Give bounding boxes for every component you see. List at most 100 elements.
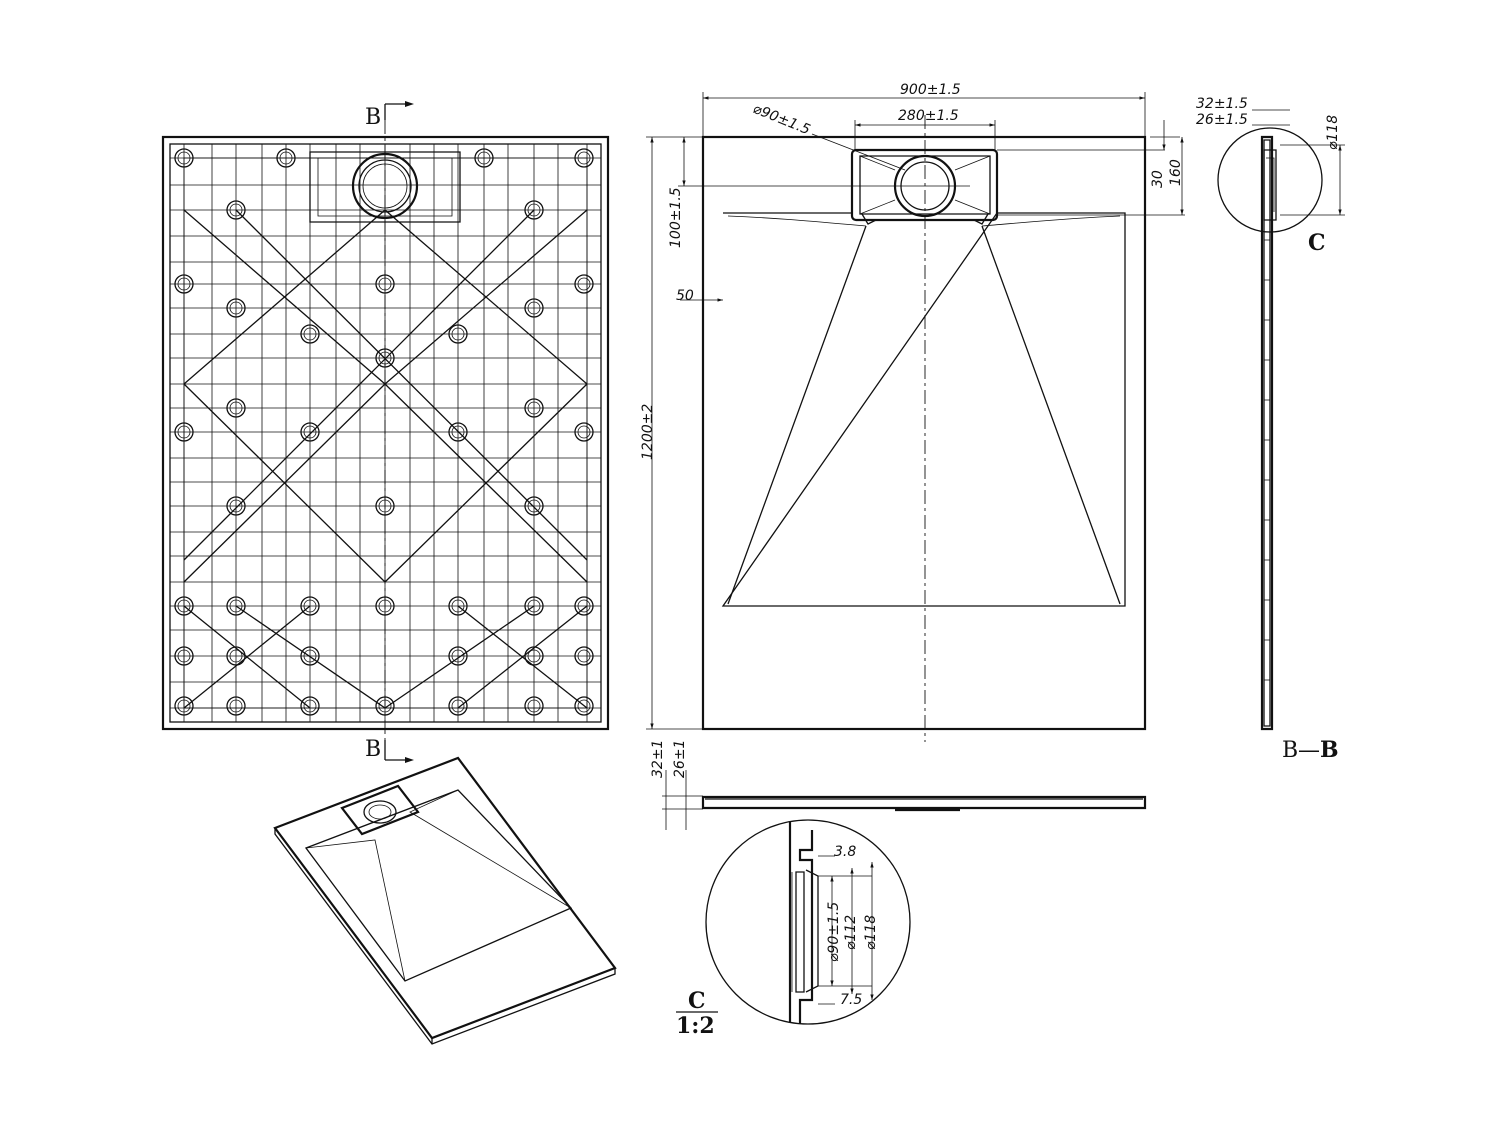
support-foot-inner — [229, 599, 243, 613]
support-foot — [300, 596, 320, 616]
support-foot-inner — [229, 649, 243, 663]
support-foot-inner — [177, 151, 191, 165]
support-foot-inner — [303, 649, 317, 663]
support-foot-inner — [527, 699, 541, 713]
detail-label: C — [688, 988, 706, 1014]
support-foot — [574, 422, 594, 442]
dim-grate-depth: 160 — [1168, 159, 1184, 186]
dim-profile-body: 26±1 — [672, 740, 688, 778]
support-foot — [524, 596, 544, 616]
diagonal-rib — [183, 383, 386, 583]
support-foot — [448, 646, 468, 666]
support-foot — [524, 398, 544, 418]
support-foot — [174, 422, 194, 442]
support-foot-inner — [451, 425, 465, 439]
support-foot — [226, 298, 246, 318]
support-foot-inner — [303, 425, 317, 439]
support-foot-inner — [177, 699, 191, 713]
support-foot — [448, 324, 468, 344]
section-title-a: B — [1282, 738, 1298, 763]
support-foot-inner — [527, 401, 541, 415]
support-foot — [276, 148, 296, 168]
support-foot-inner — [451, 599, 465, 613]
support-foot — [524, 496, 544, 516]
support-foot — [174, 646, 194, 666]
support-foot-inner — [229, 203, 243, 217]
diagonal-rib — [183, 605, 311, 709]
isometric-view — [273, 756, 617, 1045]
support-foot — [448, 596, 468, 616]
support-foot-inner — [577, 599, 591, 613]
dim-detail-wall: 7.5 — [840, 992, 862, 1008]
dim-profile-total: 32±1 — [650, 740, 666, 778]
diagonal-rib — [384, 383, 588, 583]
dim-detail-dia-c: ⌀118 — [863, 915, 879, 950]
support-foot — [226, 696, 246, 716]
support-foot-inner — [229, 401, 243, 415]
section-mark-bottom-label: B — [365, 737, 381, 762]
support-foot — [300, 324, 320, 344]
support-foot-inner — [577, 277, 591, 291]
support-foot — [226, 200, 246, 220]
support-foot-inner — [451, 699, 465, 713]
dim-length: 1200±2 — [640, 404, 656, 460]
side-profile: 32±1 26±1 — [650, 740, 1147, 830]
support-foot-inner — [477, 151, 491, 165]
support-foot — [226, 646, 246, 666]
support-foot-inner — [451, 649, 465, 663]
support-foot-inner — [527, 649, 541, 663]
support-foot — [524, 298, 544, 318]
support-foot-inner — [303, 699, 317, 713]
dim-grate-width: 280±1.5 — [898, 108, 959, 124]
support-foot — [174, 148, 194, 168]
support-foot-inner — [527, 599, 541, 613]
section-view: B — B — [1260, 135, 1339, 763]
support-foot — [174, 274, 194, 294]
support-foot-inner — [451, 327, 465, 341]
support-foot — [448, 696, 468, 716]
support-foot — [226, 398, 246, 418]
underside-view — [161, 120, 610, 740]
support-foot — [574, 596, 594, 616]
support-foot-inner — [177, 425, 191, 439]
dim-detail-dia-a: ⌀90±1.5 — [826, 902, 842, 962]
diagonal-rib — [183, 209, 386, 385]
support-foot-inner — [303, 327, 317, 341]
dim-section-dia: ⌀118 — [1325, 115, 1341, 150]
dim-drain-offset: 100±1.5 — [668, 187, 684, 248]
support-foot-inner — [577, 699, 591, 713]
support-foot — [474, 148, 494, 168]
dim-drain-diameter: ⌀90±1.5 — [751, 101, 813, 138]
detail-scale: 1:2 — [676, 1013, 715, 1039]
support-foot — [524, 646, 544, 666]
support-foot — [448, 422, 468, 442]
section-mark-bottom: B — [365, 737, 414, 763]
diagonal-rib — [235, 605, 386, 709]
support-foot-inner — [577, 151, 591, 165]
dim-section-total: 32±1.5 — [1196, 96, 1248, 112]
detail-callout-label: C — [1308, 230, 1326, 256]
section-mark-top: B — [365, 101, 414, 130]
plan-dimensions: 900±1.5 280±1.5 ⌀90±1.5 1200±2 100±1.5 5… — [640, 82, 1185, 730]
dim-detail-lip: 3.8 — [834, 844, 856, 860]
section-title-sep: — — [1298, 738, 1320, 763]
support-foot-inner — [577, 649, 591, 663]
support-foot-inner — [177, 649, 191, 663]
support-foot — [226, 596, 246, 616]
section-title-b: B — [1320, 737, 1339, 763]
diagonal-rib — [235, 209, 588, 561]
support-foot-inner — [527, 499, 541, 513]
dim-detail-dia-b: ⌀112 — [843, 915, 859, 950]
support-foot-inner — [527, 301, 541, 315]
diagonal-rib — [457, 605, 588, 709]
support-foot-inner — [229, 301, 243, 315]
diagonal-rib — [183, 209, 535, 561]
dim-side-margin: 50 — [676, 288, 694, 304]
support-foot — [300, 646, 320, 666]
support-foot — [574, 274, 594, 294]
support-foot-inner — [527, 203, 541, 217]
support-foot — [300, 696, 320, 716]
dim-width: 900±1.5 — [900, 82, 961, 98]
support-foot — [574, 148, 594, 168]
